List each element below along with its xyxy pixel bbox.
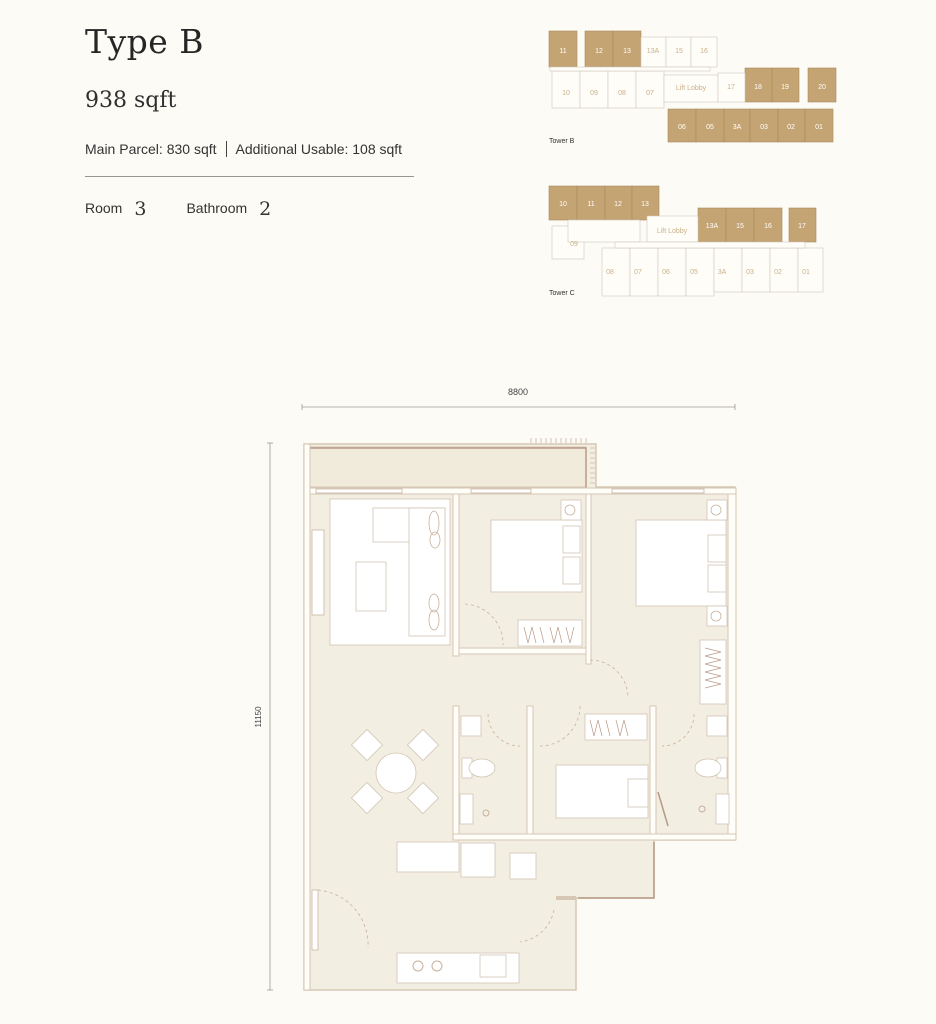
svg-text:08: 08 [618, 90, 626, 97]
svg-text:11: 11 [559, 48, 566, 55]
svg-text:10: 10 [559, 201, 567, 208]
tower-b-key-plan: 11 12 13 18 19 20 06 05 3A 03 02 01 13A … [548, 30, 837, 145]
svg-text:13A: 13A [706, 223, 719, 230]
svg-text:Lift Lobby: Lift Lobby [657, 228, 688, 235]
svg-text:08: 08 [606, 269, 614, 276]
svg-text:18: 18 [754, 84, 762, 91]
svg-text:06: 06 [678, 124, 686, 131]
svg-text:3A: 3A [718, 269, 727, 276]
svg-text:15: 15 [736, 223, 744, 230]
svg-text:01: 01 [802, 269, 810, 276]
parcel-breakdown: Main Parcel: 830 sqft Additional Usable: … [85, 141, 402, 157]
svg-text:02: 02 [787, 124, 795, 131]
svg-text:3A: 3A [733, 124, 742, 131]
room-count: 3 [134, 198, 147, 220]
svg-text:05: 05 [706, 124, 714, 131]
svg-text:09: 09 [570, 241, 578, 248]
divider [225, 141, 227, 157]
svg-text:03: 03 [760, 124, 768, 131]
svg-text:05: 05 [690, 269, 698, 276]
svg-text:11: 11 [587, 201, 594, 208]
svg-text:06: 06 [662, 269, 670, 276]
header-divider [85, 176, 414, 177]
additional-usable-area: Additional Usable: 108 sqft [235, 141, 403, 157]
svg-text:15: 15 [675, 48, 683, 55]
svg-text:20: 20 [818, 84, 826, 91]
svg-text:07: 07 [634, 269, 642, 276]
bathroom-count: 2 [259, 198, 272, 220]
room-specs: Room 3 Bathroom 2 [85, 198, 311, 220]
svg-text:19: 19 [781, 84, 789, 91]
unit-total-area: 938 sqft [85, 88, 177, 113]
svg-text:Lift Lobby: Lift Lobby [676, 85, 707, 92]
unit-type-title: Type B [85, 22, 205, 61]
svg-text:13A: 13A [647, 48, 660, 55]
tower-c-label: Tower C [549, 290, 575, 297]
svg-text:12: 12 [595, 48, 603, 55]
main-parcel-area: Main Parcel: 830 sqft [85, 141, 217, 157]
tower-b-label: Tower B [549, 138, 575, 145]
svg-text:03: 03 [746, 269, 754, 276]
svg-text:16: 16 [764, 223, 772, 230]
svg-text:09: 09 [590, 90, 598, 97]
svg-text:17: 17 [798, 223, 806, 230]
svg-text:02: 02 [774, 269, 782, 276]
svg-text:16: 16 [700, 48, 708, 55]
svg-text:01: 01 [815, 124, 823, 131]
svg-text:17: 17 [727, 84, 735, 91]
bathroom-label: Bathroom [186, 200, 248, 216]
room-label: Room [85, 200, 123, 216]
svg-text:12: 12 [614, 201, 622, 208]
svg-text:07: 07 [646, 90, 654, 97]
svg-text:13: 13 [641, 201, 649, 208]
svg-text:13: 13 [623, 48, 631, 55]
width-dimension: 8800 [508, 387, 528, 397]
svg-text:10: 10 [562, 90, 570, 97]
height-dimension: 11150 [254, 706, 263, 728]
tower-c-key-plan: 10 11 12 13 13A 15 16 17 09 Lift Lobby 0… [548, 185, 824, 297]
